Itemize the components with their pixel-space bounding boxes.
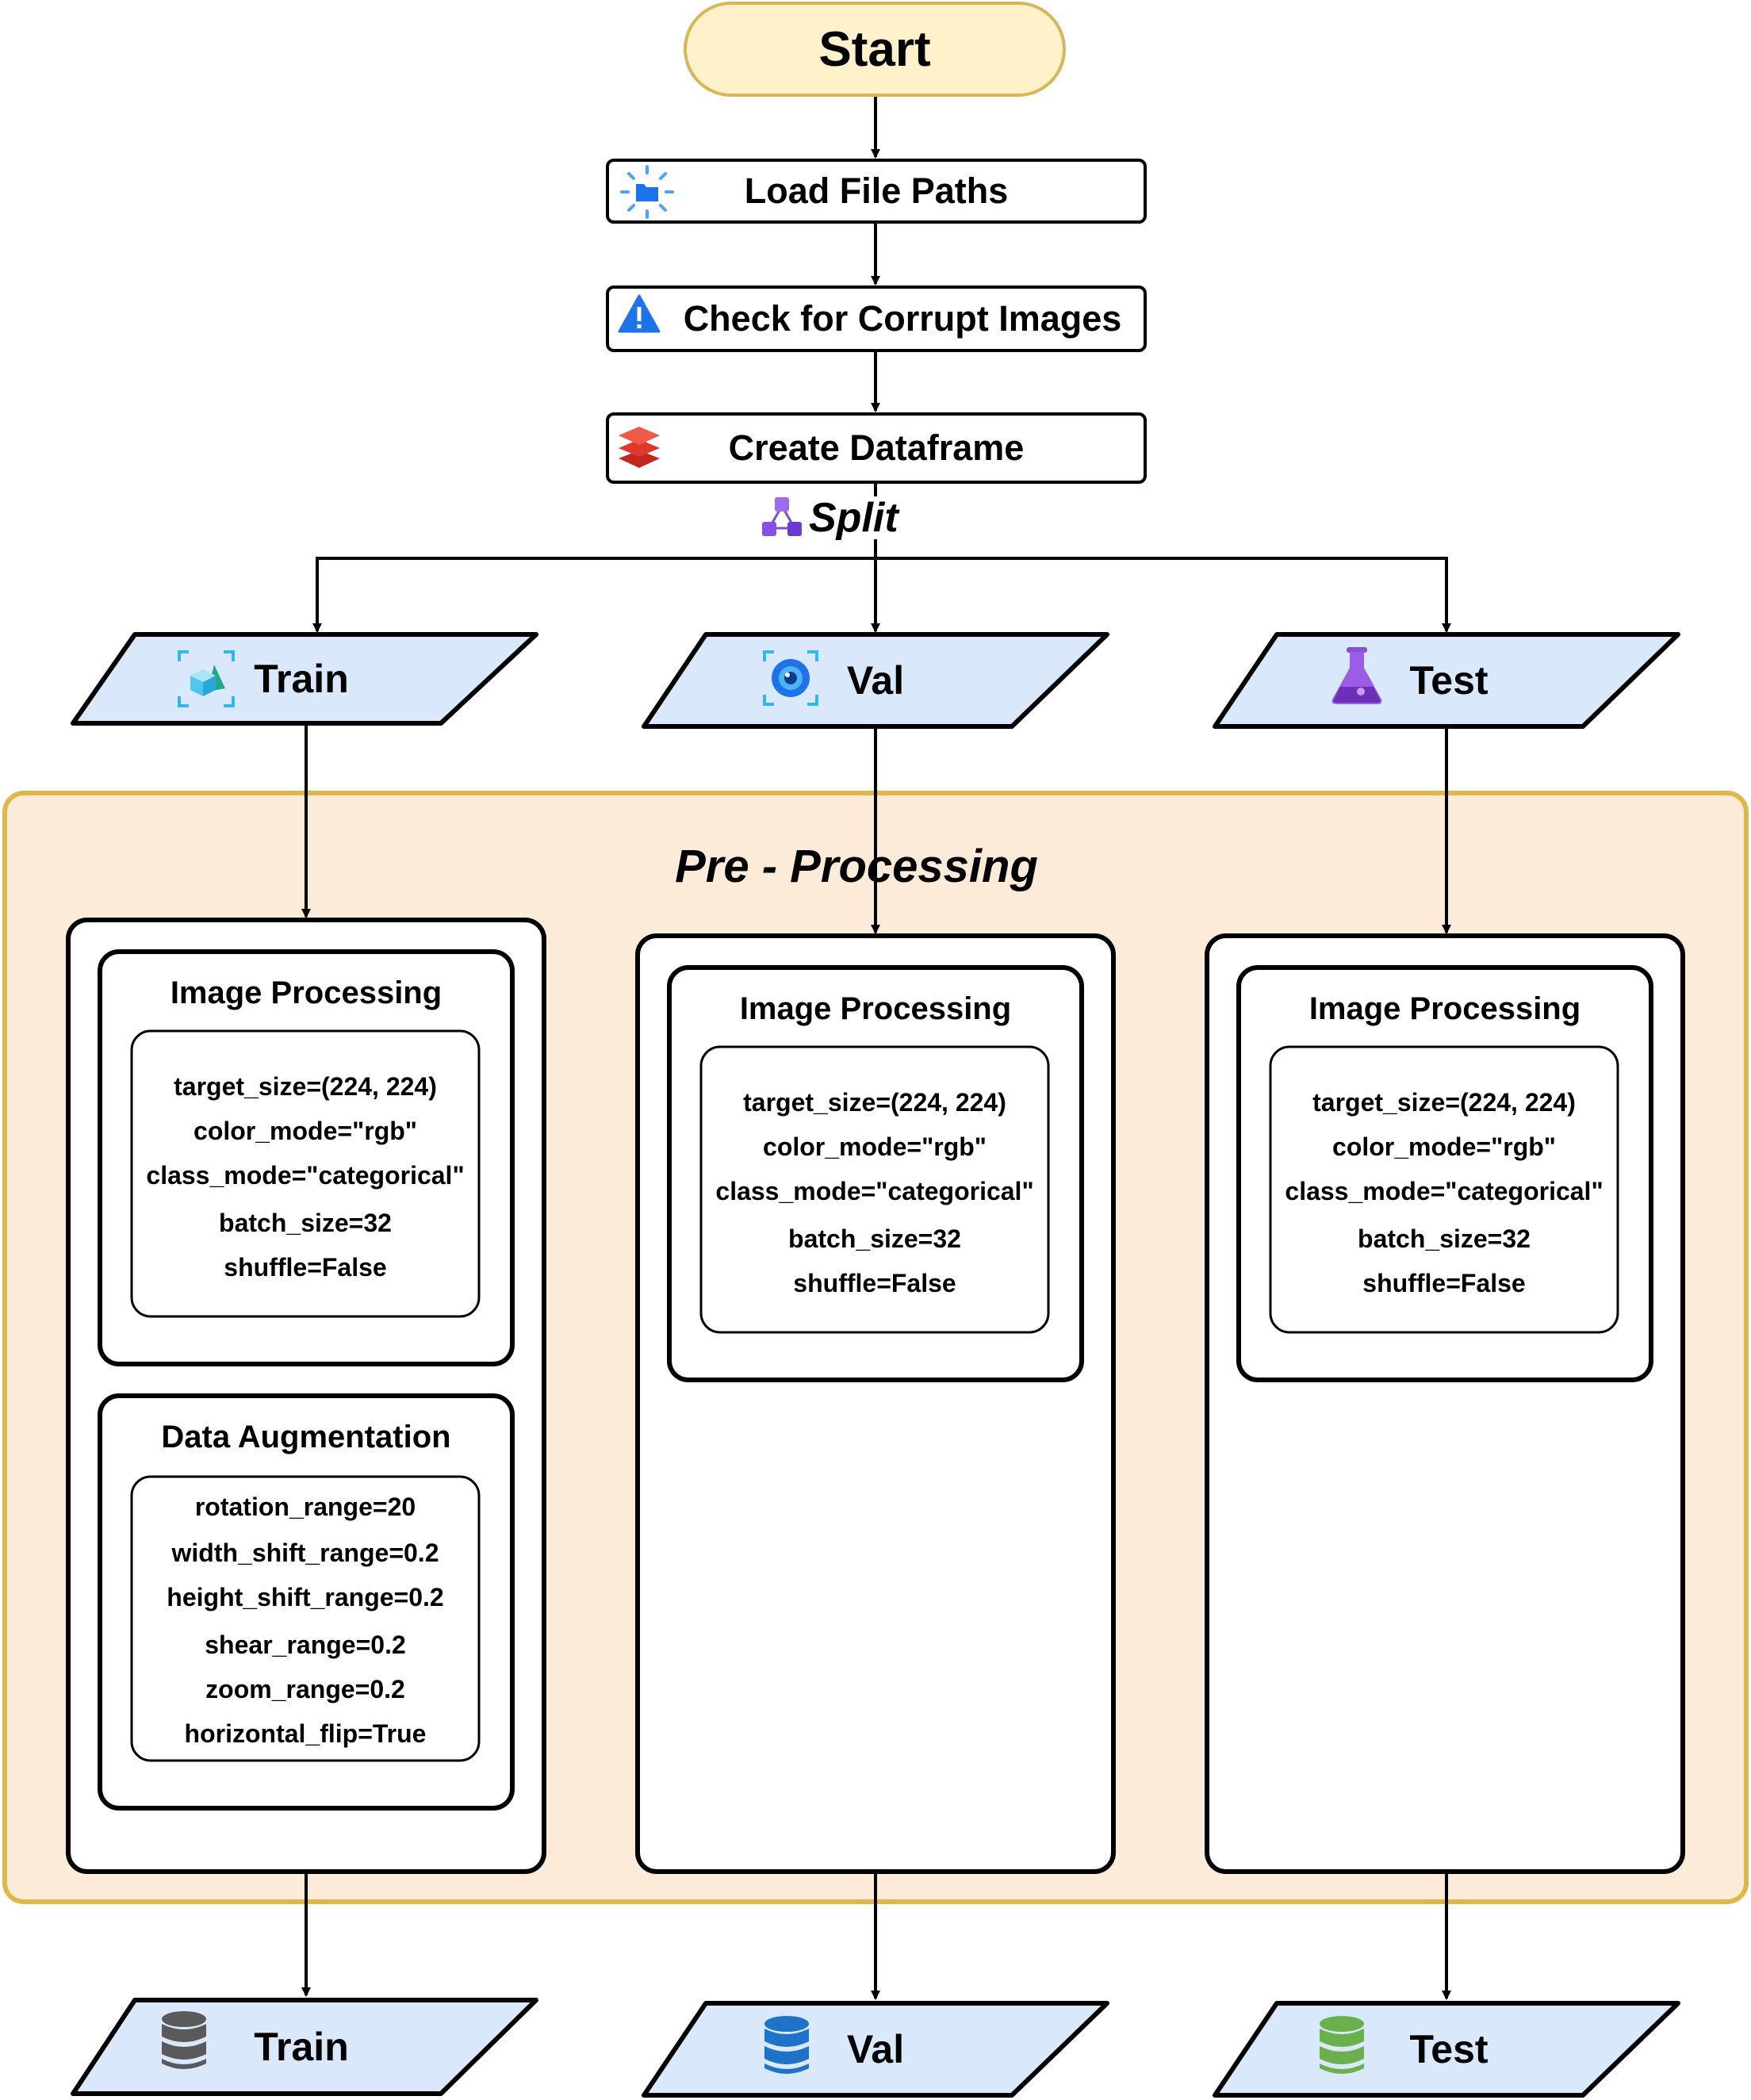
test-param-batch-size: batch_size=32: [1358, 1224, 1531, 1253]
train-param-color-mode: color_mode="rgb": [193, 1117, 417, 1145]
create-dataframe-node: [606, 412, 1147, 484]
test-param-class-mode: class_mode="categorical": [1285, 1177, 1603, 1205]
val-image-params-box: [699, 1045, 1050, 1334]
folder-loading-icon: [620, 165, 674, 219]
aug-param-width-shift: width_shift_range=0.2: [171, 1539, 439, 1567]
test-param-color-mode: color_mode="rgb": [1332, 1132, 1556, 1161]
camera-lens-icon: [763, 650, 818, 706]
test-parallelogram: [1213, 632, 1680, 729]
cube-icon: [178, 650, 235, 707]
aug-param-rotation: rotation_range=20: [194, 1493, 416, 1521]
val-param-target-size: target_size=(224, 224): [743, 1088, 1006, 1117]
warning-icon: [618, 294, 661, 333]
val-label: Val: [846, 658, 905, 703]
train-param-batch-size: batch_size=32: [219, 1209, 392, 1237]
preprocessing-title: Pre - Processing: [675, 840, 1038, 892]
train-param-target-size: target_size=(224, 224): [174, 1072, 437, 1101]
test-param-shuffle: shuffle=False: [1362, 1269, 1526, 1297]
val-param-color-mode: color_mode="rgb": [763, 1132, 987, 1161]
start-node: [684, 2, 1066, 97]
val-output-label: Val: [846, 2027, 905, 2071]
flask-icon: [1331, 647, 1382, 704]
test-image-params-box: [1269, 1045, 1619, 1334]
train-output-label: Train: [254, 2025, 349, 2069]
aug-param-horizontal-flip: horizontal_flip=True: [184, 1719, 427, 1748]
train-image-processing-title: Image Processing: [170, 975, 443, 1010]
train-image-params-box: [130, 1029, 481, 1318]
test-image-processing-title: Image Processing: [1308, 991, 1581, 1026]
train-label: Train: [254, 657, 349, 701]
train-param-shuffle: shuffle=False: [224, 1253, 387, 1282]
train-param-class-mode: class_mode="categorical": [146, 1161, 465, 1190]
data-augmentation-title: Data Augmentation: [161, 1419, 451, 1454]
test-param-target-size: target_size=(224, 224): [1312, 1088, 1576, 1117]
check-corrupt-node: [606, 285, 1147, 352]
aug-param-zoom: zoom_range=0.2: [205, 1675, 405, 1703]
layers-icon: [619, 427, 660, 468]
load-file-paths-node: [606, 159, 1147, 224]
check-corrupt-label: Check for Corrupt Images: [683, 298, 1122, 339]
aug-param-shear: shear_range=0.2: [205, 1631, 406, 1659]
load-file-paths-label: Load File Paths: [744, 171, 1009, 211]
aug-param-height-shift: height_shift_range=0.2: [167, 1583, 444, 1611]
val-param-batch-size: batch_size=32: [788, 1224, 961, 1253]
create-dataframe-label: Create Dataframe: [728, 427, 1025, 468]
database-icon: [162, 2011, 206, 2069]
val-image-processing-title: Image Processing: [739, 991, 1012, 1026]
database-icon: [764, 2016, 809, 2074]
train-parallelogram: [71, 632, 538, 726]
val-param-class-mode: class_mode="categorical": [715, 1177, 1034, 1205]
split-nodes-icon: [762, 497, 802, 536]
test-label: Test: [1409, 658, 1489, 703]
test-output-label: Test: [1409, 2027, 1489, 2071]
val-param-shuffle: shuffle=False: [793, 1269, 956, 1297]
train-augmentation-params-box: [130, 1475, 481, 1762]
split-label: Split: [809, 495, 898, 541]
val-output-parallelogram: [642, 2001, 1109, 2098]
start-label: Start: [818, 21, 931, 77]
database-icon: [1320, 2016, 1364, 2074]
val-parallelogram: [642, 632, 1109, 729]
